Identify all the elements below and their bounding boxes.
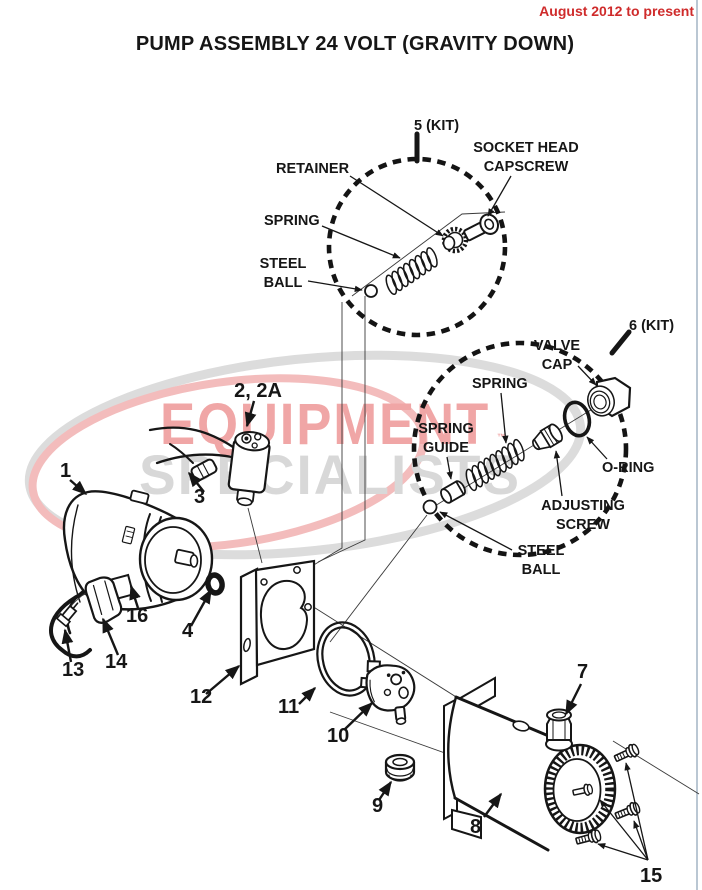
watermark-trademark: ™ xyxy=(497,432,506,442)
callout-7: 7 xyxy=(577,661,588,683)
page-title: PUMP ASSEMBLY 24 VOLT (GRAVITY DOWN) xyxy=(136,33,574,55)
kit-5-group: RETAINER SPRING STEEL BALL SOCKET HEAD C… xyxy=(260,118,579,338)
callout-numbers: 1 2, 2A 3 4 7 8 9 10 11 12 13 14 15 16 xyxy=(60,380,662,887)
kit6-spring-guide-label-2: GUIDE xyxy=(423,440,469,456)
kit5-steel-ball-part xyxy=(364,284,378,298)
kit5-retainer-label: RETAINER xyxy=(276,161,350,177)
callout-9: 9 xyxy=(372,795,383,817)
seal-part-4 xyxy=(205,572,225,596)
callout-15: 15 xyxy=(640,865,662,887)
kit6-adjusting-screw-label-2: SCREW xyxy=(556,517,610,533)
kit6-adjusting-screw-label-1: ADJUSTING xyxy=(541,498,625,514)
kit6-steel-ball-label-2: BALL xyxy=(522,562,561,578)
kit6-steel-ball-part xyxy=(422,499,438,515)
kit6-o-ring-part xyxy=(562,400,592,438)
fill-plug-part-7 xyxy=(545,708,573,752)
callout-10: 10 xyxy=(327,725,349,747)
kit6-valve-cap-part xyxy=(587,376,632,418)
kit6-valve-cap-label-1: VALVE xyxy=(534,338,581,354)
pump-head-part-10 xyxy=(359,660,416,725)
kit-6-tick xyxy=(609,329,632,356)
watermark-line1: EQUIPMENT xyxy=(160,392,490,457)
mounting-plate-part-12 xyxy=(239,559,316,686)
kit6-valve-cap-label-2: CAP xyxy=(542,357,573,373)
o-ring-part-11 xyxy=(316,621,376,697)
kit-6-title: 6 (KIT) xyxy=(629,318,674,334)
kit6-spring-guide-label-1: SPRING xyxy=(418,421,474,437)
kit-6-group: VALVE CAP SPRING SPRING GUIDE O-RING ADJ… xyxy=(411,318,674,578)
plug-part-13 xyxy=(55,587,95,628)
kit5-steel-ball-label-1: STEEL xyxy=(260,256,307,272)
kit6-o-ring-label: O-RING xyxy=(602,460,654,476)
kit6-steel-ball-label-1: STEEL xyxy=(518,543,565,559)
kit5-capscrew-label-2: CAPSCREW xyxy=(484,159,569,175)
kit6-spring-guide-part xyxy=(440,480,466,504)
kit5-capscrew-label-1: SOCKET HEAD xyxy=(473,140,579,156)
callout-4: 4 xyxy=(182,620,194,642)
screw-installed-part-15 xyxy=(572,783,594,796)
filter-part-9 xyxy=(384,753,416,782)
callout-2: 2, 2A xyxy=(234,380,282,402)
callout-11: 11 xyxy=(278,696,299,718)
callout-leaders xyxy=(61,400,649,861)
connector-part-14 xyxy=(84,573,135,624)
callout-3: 3 xyxy=(194,486,205,508)
edition-note: August 2012 to present xyxy=(539,3,694,19)
kit6-adjusting-screw-part xyxy=(532,423,563,451)
kit5-steel-ball-label-2: BALL xyxy=(264,275,303,291)
callout-14: 14 xyxy=(105,651,128,673)
kit5-spring-label: SPRING xyxy=(264,213,320,229)
kit6-spring-label: SPRING xyxy=(472,376,528,392)
callout-1: 1 xyxy=(60,460,71,482)
kit-5-dashed-circle xyxy=(326,156,508,338)
kit-5-title: 5 (KIT) xyxy=(414,118,459,134)
tank-part-8 xyxy=(443,676,617,852)
kit5-spring-part xyxy=(385,247,438,296)
solenoid-part-2 xyxy=(148,426,271,507)
kit-6-dashed-circle xyxy=(411,340,629,558)
callout-16: 16 xyxy=(126,605,148,627)
kit6-spring-part xyxy=(465,438,525,492)
callout-12: 12 xyxy=(190,686,212,708)
kit5-capscrew-part xyxy=(463,213,499,242)
kit5-retainer-part xyxy=(441,226,469,254)
callout-13: 13 xyxy=(62,659,84,681)
callout-8: 8 xyxy=(470,816,481,838)
